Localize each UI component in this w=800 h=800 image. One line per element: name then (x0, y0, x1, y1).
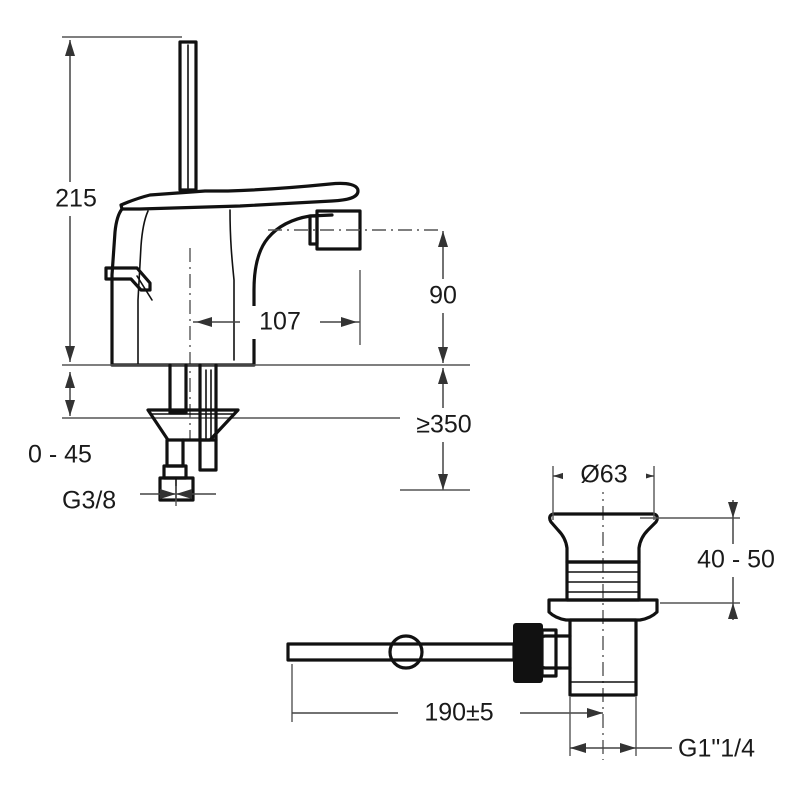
knurled-nut (513, 623, 543, 683)
mixer-body-outline (110, 207, 334, 367)
dimension-linkage-length: 190±5 (291, 664, 603, 730)
mounting-shank-left (168, 363, 188, 415)
spout-outlet-neck (308, 214, 319, 246)
dimension-clearance-350: ≥350 (400, 368, 488, 491)
dimension-flange-diameter: Ø63 (552, 459, 655, 520)
dim-107-text-bg (240, 306, 320, 339)
dim-90-label: 90 (429, 282, 457, 310)
waste-collar-flange (547, 598, 659, 622)
dimension-height-215: 215 (40, 36, 182, 362)
dim-90-text-bg (414, 279, 472, 313)
dim-215-label: 215 (55, 185, 97, 213)
popup-rod-lower (198, 438, 218, 472)
dim-190-arrow-right (587, 708, 603, 718)
dim-190-text-bg (398, 696, 520, 730)
dimension-deck-thickness: 0 - 45 (28, 372, 92, 469)
waste-body-cylinder (568, 618, 638, 697)
dim-g38-arrow-left (160, 489, 176, 499)
dim-215-arrow-top (65, 40, 75, 56)
dim-350-label: ≥350 (416, 411, 471, 439)
dim-90-arrow-bottom (438, 347, 448, 363)
mixer-body-inner-line-2 (229, 209, 235, 361)
nut-shoulder (540, 628, 558, 678)
dim-0-45-label: 0 - 45 (28, 441, 92, 469)
dim-d63-label: Ø63 (580, 461, 627, 489)
dim-107-label: 107 (259, 308, 301, 336)
dim-107-arrow-left (196, 317, 212, 327)
dim-40-50-text-bg (680, 544, 792, 577)
dimension-supply-thread: G3/8 (62, 486, 216, 515)
lift-rod-stem (136, 275, 153, 301)
dimension-basin-thickness: 40 - 50 (640, 500, 792, 620)
dim-g38-label: G3/8 (62, 487, 116, 515)
dim-g114-arrow-left (570, 743, 586, 753)
linkage-ball-pivot (388, 634, 424, 670)
dim-350-arrow-bottom (438, 474, 448, 490)
dim-40-50-arrow-top (728, 502, 738, 518)
dim-0-45-arrow-top (65, 372, 75, 388)
dim-g114-arrow-right (620, 743, 636, 753)
dim-g38-arrow-right (176, 489, 192, 499)
fixing-wedge-plate (146, 408, 240, 442)
dim-350-arrow-top (438, 368, 448, 384)
dim-90-arrow-top (438, 231, 448, 247)
dim-107-arrow-right (341, 317, 357, 327)
dim-350-text-bg (400, 408, 488, 442)
basin-mixer-elevation: 215 107 90 0 - 45 (28, 36, 488, 515)
dim-40-50-arrow-bottom (728, 603, 738, 619)
dim-40-50-label: 40 - 50 (697, 546, 775, 574)
lift-rod-linkage-bar (286, 642, 516, 662)
dim-215-arrow-bottom (65, 346, 75, 362)
mixer-body-inner-line (137, 210, 149, 366)
dim-190-label: 190±5 (424, 699, 493, 727)
mixer-lever-arm (119, 181, 360, 211)
dim-d63-text-bg (563, 459, 646, 492)
dim-215-text-bg (40, 182, 112, 216)
dim-g114-label: G1"1/4 (678, 735, 755, 763)
dimension-outlet-thread: G1"1/4 (569, 697, 755, 763)
dimension-spout-reach-107: 107 (193, 270, 361, 345)
pop-up-waste-elevation: Ø63 40 - 50 190±5 G1"1/4 (286, 459, 792, 763)
lever-handle-stem (178, 40, 198, 192)
waste-flange-top (548, 512, 659, 564)
dim-0-45-arrow-bottom (65, 400, 75, 416)
dimension-spout-height-90: 90 (414, 231, 472, 363)
